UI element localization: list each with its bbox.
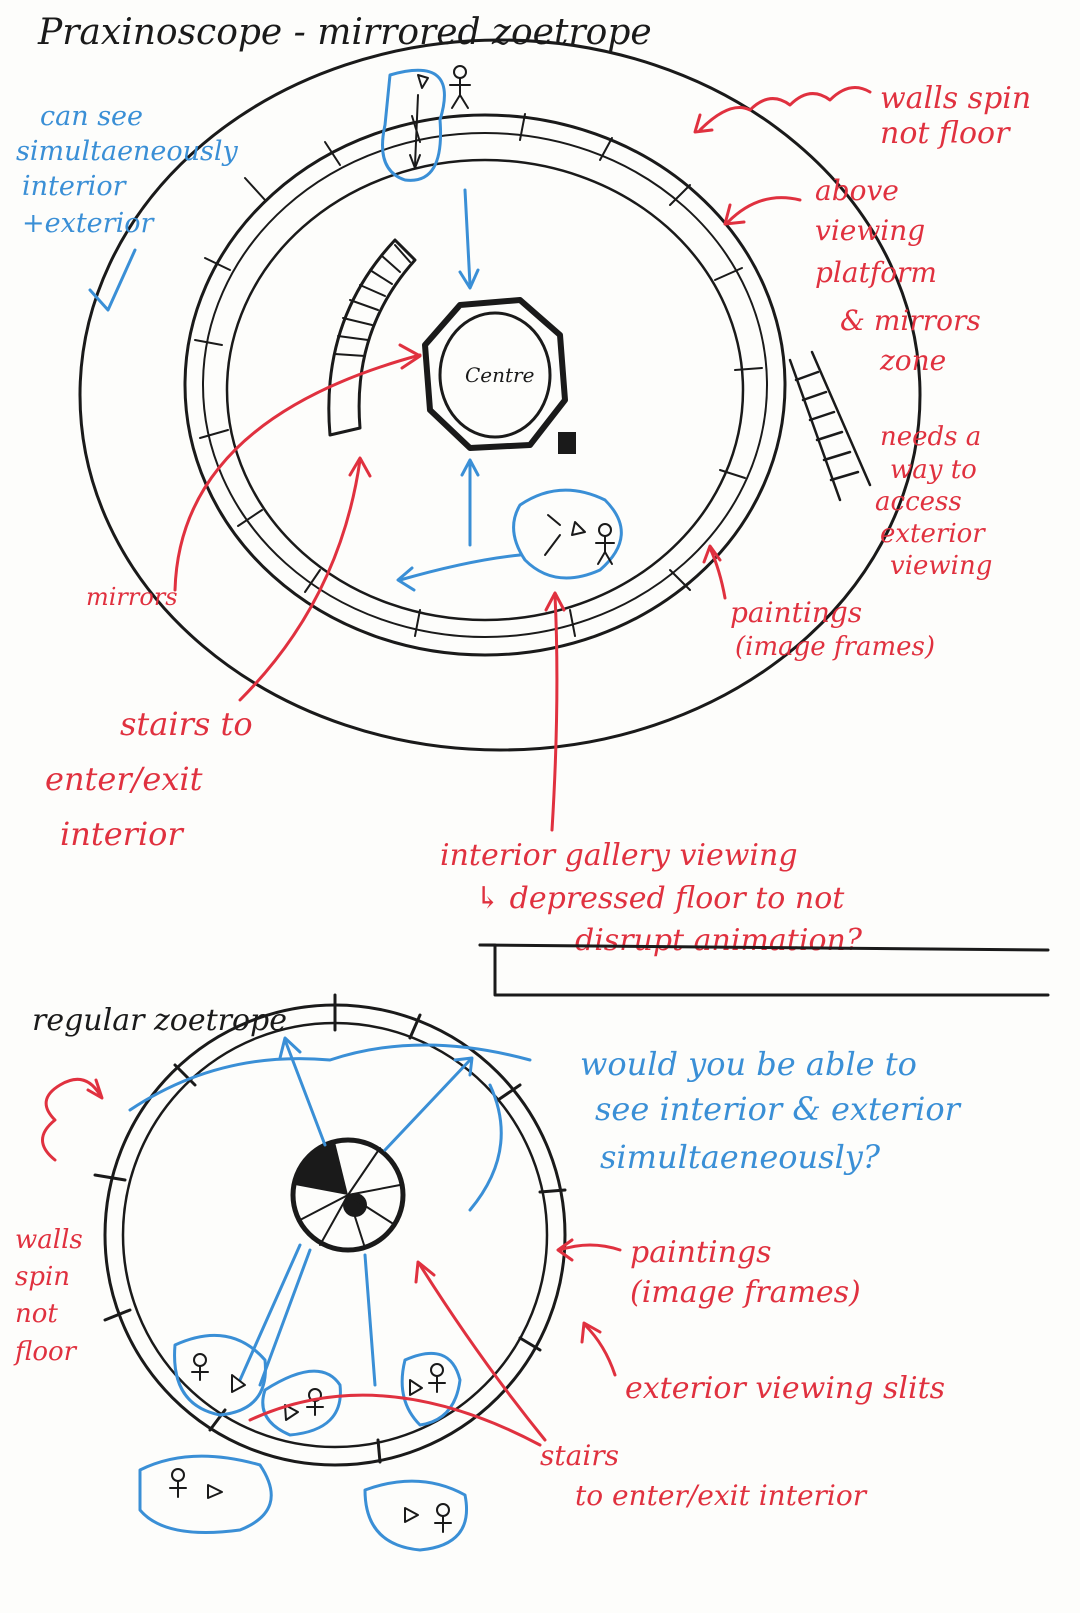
svg-text:disrupt animation?: disrupt animation? (575, 923, 863, 958)
svg-text:paintings: paintings (630, 1235, 772, 1270)
svg-text:simultaeneously: simultaeneously (16, 136, 239, 167)
svg-text:(image frames): (image frames) (630, 1275, 861, 1310)
centre-stair-block (558, 432, 576, 454)
drum-shaded-sector (295, 1142, 348, 1195)
top-viewer-blob (381, 68, 446, 182)
centre-label: Centre (465, 363, 534, 387)
svg-text:way to: way to (890, 455, 977, 485)
svg-text:(image frames): (image frames) (735, 632, 935, 662)
exterior-viewer-blobs (138, 1454, 468, 1552)
svg-text:above: above (815, 174, 899, 207)
exterior-access-stair (788, 350, 872, 502)
mirrors-note: mirrors (86, 343, 422, 611)
zoetrope-drum (290, 1137, 406, 1253)
svg-text:paintings: paintings (730, 596, 862, 629)
svg-text:platform: platform (815, 256, 937, 289)
interior-viewer-figures (191, 1353, 446, 1421)
platform-note: above viewing platform & mirrors zone (723, 174, 981, 377)
exterior-viewer-figures (169, 1468, 452, 1533)
interior-viewer-blobs (173, 1333, 462, 1437)
walkway-inner-ring (202, 132, 768, 638)
svg-text:needs a: needs a (880, 422, 981, 452)
drum-spokes (299, 1147, 401, 1249)
svg-text:see interior & exterior: see interior & exterior (595, 1090, 962, 1128)
svg-text:interior gallery viewing: interior gallery viewing (440, 838, 798, 873)
top-title: Praxinoscope - mirrored zoetrope (37, 12, 652, 53)
svg-text:to enter/exit interior: to enter/exit interior (575, 1479, 868, 1512)
svg-text:would you be able to: would you be able to (580, 1045, 917, 1083)
svg-text:interior: interior (60, 815, 184, 853)
svg-text:access: access (875, 487, 962, 517)
zoetrope-inner-ring (121, 1021, 549, 1449)
svg-text:interior: interior (22, 171, 128, 202)
bottom-title: regular zoetrope (32, 1003, 287, 1038)
image-frame-ticks (194, 113, 763, 637)
top-viewer-figures (409, 65, 471, 169)
question-note: would you be able to see interior & exte… (580, 1045, 962, 1176)
stairs-note-bottom: stairs to enter/exit interior (248, 1260, 868, 1512)
blue-note-top: can see simultaeneously interior +exteri… (16, 101, 239, 312)
svg-text:floor: floor (13, 1337, 78, 1367)
walkway-outer-ring (183, 113, 787, 657)
gallery-viewer-figures (544, 514, 615, 565)
svg-text:stairs to: stairs to (120, 705, 253, 743)
svg-text:simultaeneously?: simultaeneously? (600, 1138, 881, 1176)
check-mark (88, 248, 137, 312)
svg-text:↳ depressed floor to not: ↳ depressed floor to not (475, 881, 845, 916)
svg-text:spin: spin (15, 1262, 70, 1292)
mirror-hatching (334, 244, 411, 357)
svg-text:stairs: stairs (540, 1439, 619, 1472)
slits-note: exterior viewing slits (580, 1321, 945, 1406)
sight-lines (128, 1036, 532, 1387)
walls-note-top: walls spin not floor (693, 81, 1031, 151)
svg-text:& mirrors: & mirrors (840, 304, 981, 337)
outer-wall (78, 38, 922, 752)
svg-text:walls spin: walls spin (880, 81, 1031, 116)
paintings-note-top: paintings (image frames) (702, 544, 935, 662)
centre-circle (438, 311, 552, 439)
svg-text:zone: zone (879, 344, 946, 377)
svg-text:exterior: exterior (880, 519, 986, 549)
svg-text:not: not (15, 1299, 58, 1329)
svg-text:+exterior: +exterior (22, 208, 155, 239)
walls-note-bottom: walls spin not floor (13, 1077, 104, 1367)
svg-text:walls: walls (15, 1225, 83, 1255)
svg-text:mirrors: mirrors (86, 583, 178, 611)
svg-text:not floor: not floor (880, 116, 1011, 151)
image-frame-ring (225, 158, 745, 622)
centre-octagon (422, 297, 568, 451)
mirror-arc (327, 238, 417, 437)
svg-text:enter/exit: enter/exit (45, 760, 203, 798)
svg-text:exterior viewing slits: exterior viewing slits (625, 1371, 945, 1406)
access-note: needs a way to access exterior viewing (875, 422, 992, 581)
gallery-viewer-blob (512, 488, 623, 580)
paintings-note-bottom: paintings (image frames) (556, 1235, 861, 1310)
svg-text:viewing: viewing (890, 551, 992, 581)
stairs-note-top: stairs to enter/exit interior (45, 456, 372, 853)
top-circulation-arrows (396, 188, 522, 592)
svg-text:viewing: viewing (815, 214, 925, 247)
section-divider-top (478, 943, 1050, 952)
svg-text:can see: can see (40, 101, 143, 132)
gallery-note: interior gallery viewing ↳ depressed flo… (440, 591, 863, 958)
